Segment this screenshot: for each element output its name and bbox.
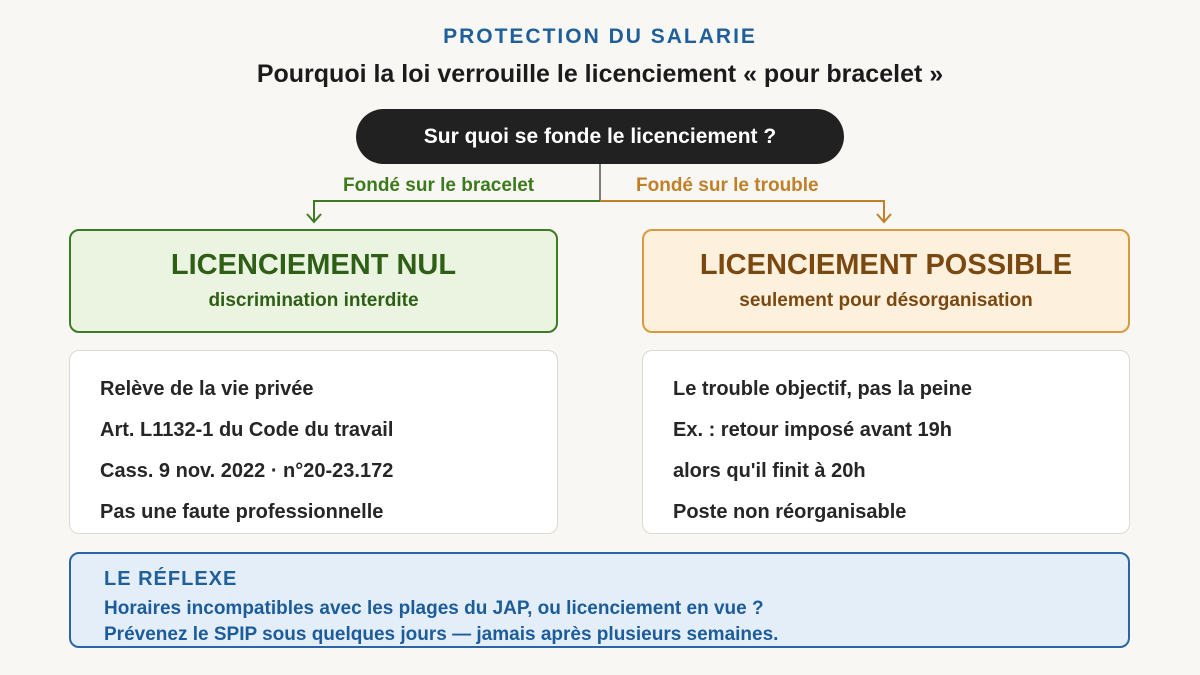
question-node: Sur quoi se fonde le licenciement ? [356, 109, 844, 164]
reflex-line: Prévenez le SPIP sous quelques jours — j… [104, 624, 779, 645]
outcome-nul-title: LICENCIEMENT NUL [170, 249, 457, 281]
page-title: Pourquoi la loi verrouille le licencieme… [256, 60, 944, 88]
reflex-callout: LE RÉFLEXE Horaires incompatibles avec l… [69, 552, 1130, 648]
outcome-possible-subtitle: seulement pour désorganisation [739, 290, 1033, 311]
kicker-heading: PROTECTION DU SALARIE [443, 25, 757, 48]
connector-left-arrowhead [306, 213, 322, 224]
detail-nul-line: Pas une faute professionnelle [100, 501, 384, 523]
outcome-nul-subtitle: discrimination interdite [208, 290, 419, 311]
connector-right-arrowhead [876, 213, 892, 224]
branch-label-trouble: Fondé sur le trouble [636, 175, 819, 196]
detail-nul-line: Cass. 9 nov. 2022 · n°20-23.172 [100, 460, 394, 482]
branch-label-bracelet: Fondé sur le bracelet [343, 175, 535, 196]
detail-nul-line: Art. L1132-1 du Code du travail [100, 419, 394, 441]
detail-possible-line: Ex. : retour imposé avant 19h [673, 419, 952, 441]
outcome-nul-box: LICENCIEMENT NUL discrimination interdit… [69, 229, 558, 333]
detail-possible-line: Le trouble objectif, pas la peine [673, 378, 972, 400]
reflex-line: Horaires incompatibles avec les plages d… [104, 598, 764, 619]
outcome-possible-title: LICENCIEMENT POSSIBLE [699, 249, 1073, 281]
connector-left-branch [313, 200, 600, 222]
reflex-title: LE RÉFLEXE [104, 568, 238, 590]
detail-nul-line: Relève de la vie privée [100, 378, 314, 400]
outcome-possible-box: LICENCIEMENT POSSIBLE seulement pour dés… [642, 229, 1130, 333]
detail-possible-line: Poste non réorganisable [673, 501, 907, 523]
question-text: Sur quoi se fonde le licenciement ? [423, 124, 777, 148]
detail-possible-card: Le trouble objectif, pas la peine Ex. : … [642, 350, 1130, 534]
detail-possible-line: alors qu'il finit à 20h [673, 460, 866, 482]
detail-nul-card: Relève de la vie privée Art. L1132-1 du … [69, 350, 558, 534]
connector-right-branch [600, 200, 885, 222]
